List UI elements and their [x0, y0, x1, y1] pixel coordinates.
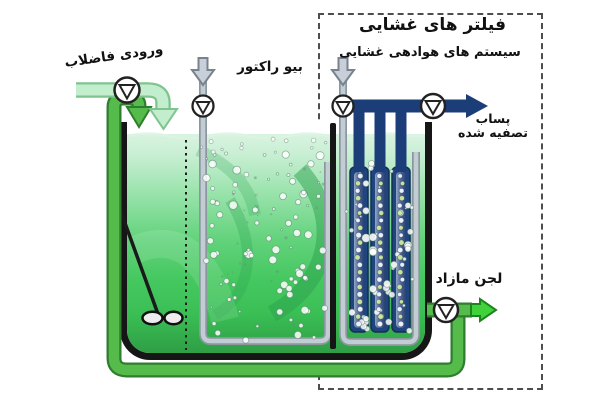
treated-effluent-line2: تصفیه شده [458, 125, 528, 141]
return-down-arrow-icon [125, 106, 153, 129]
treated-effluent-line1: پساب [475, 111, 511, 126]
membrane-filters-title: فیلتر های غشایی [359, 15, 506, 35]
aeration-bubbles [199, 136, 415, 344]
bioreactor-feed-arrow-icon [190, 57, 216, 87]
sludge-arrow-icon [470, 297, 498, 323]
bioreactor-pump-icon [191, 94, 215, 118]
aeration-feed-arrow-icon [330, 57, 356, 87]
aeration-pump-icon [331, 94, 355, 118]
baffle-wall [330, 123, 336, 349]
aeration-diffuser-frames [199, 60, 420, 346]
inlet-pump-icon [113, 76, 141, 104]
effluent-arrow-icon [466, 94, 488, 118]
sludge-pump-icon [432, 296, 460, 324]
inlet-pipe [76, 82, 179, 131]
excess-sludge-label: لجن مازاد [435, 271, 503, 287]
bioreactor-label: بیو راکتور [237, 59, 303, 75]
waterline [127, 132, 424, 140]
effluent-pump-icon [419, 92, 447, 120]
treated-effluent-label: پساب تصفیه شده [447, 111, 539, 141]
inlet-down-arrow-icon [148, 108, 179, 131]
membrane-aeration-title: سیستم های هوادهی غشایی [339, 45, 521, 60]
